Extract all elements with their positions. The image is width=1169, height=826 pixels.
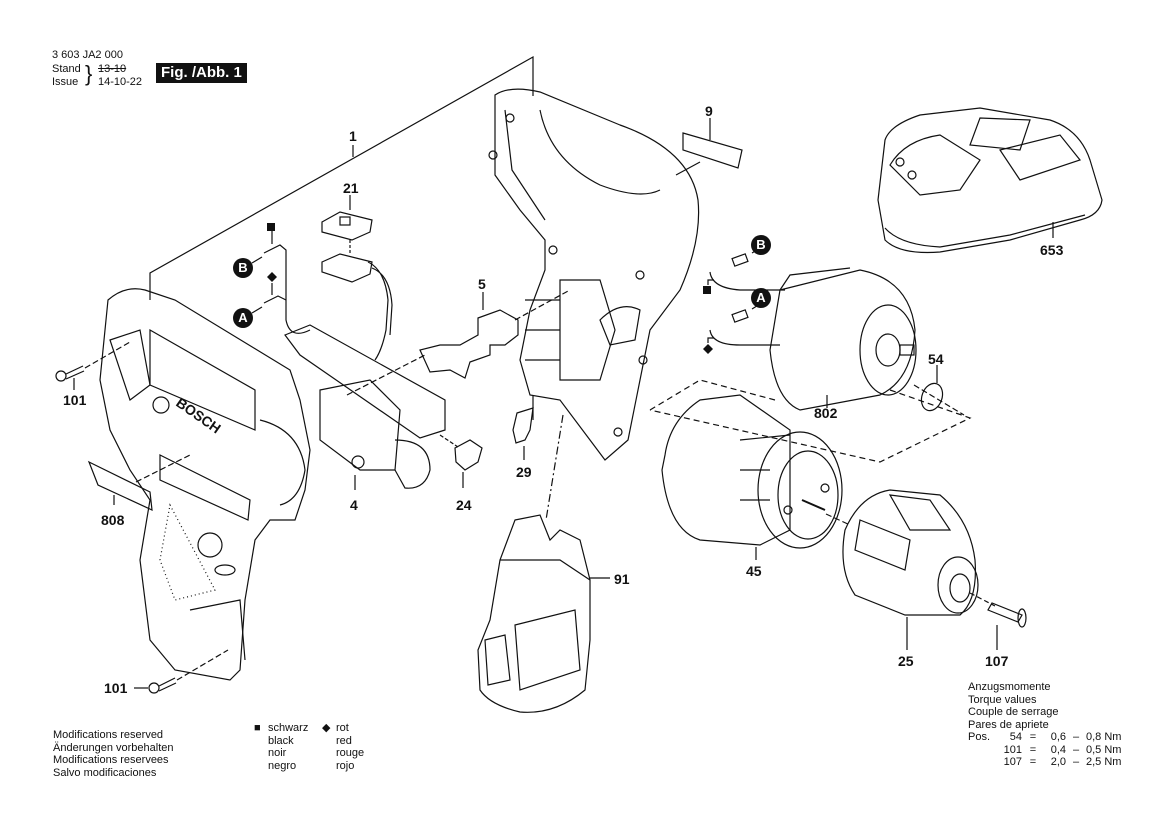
legend-black-fr: noir <box>268 747 287 759</box>
brace-icon: } <box>85 61 93 86</box>
pos-label: Pos. <box>968 731 991 743</box>
callout-91[interactable]: 91 <box>614 571 630 587</box>
switch-4-part <box>284 324 446 490</box>
chuck-25-part <box>842 489 979 616</box>
stand-value: 13-10 <box>98 63 127 75</box>
legend-red-fr: rouge <box>336 747 365 759</box>
figure-label: Fig. /Abb. 1 <box>156 63 247 83</box>
callout-45[interactable]: 45 <box>746 563 762 579</box>
black-wire-marker-icon <box>703 286 711 294</box>
screw-101-bottom <box>134 649 229 694</box>
gearbox-45-part <box>661 394 843 549</box>
switch-pcb-part <box>321 253 393 361</box>
callout-4[interactable]: 4 <box>350 497 358 513</box>
stand-label: Stand <box>52 63 81 75</box>
switch-cover-21-part <box>321 211 373 241</box>
torque-title-en: Torque values <box>968 693 1037 706</box>
red-wire-marker-icon <box>703 344 713 354</box>
left-housing-part <box>99 288 311 681</box>
callout-101-top[interactable]: 101 <box>63 392 87 408</box>
callout-808[interactable]: 808 <box>101 512 125 528</box>
housing-set-bracket <box>149 55 534 300</box>
callout-107[interactable]: 107 <box>985 653 1009 669</box>
callout-24[interactable]: 24 <box>456 497 472 513</box>
screw-107-part <box>969 592 1027 650</box>
legend-red-en: red <box>336 734 352 747</box>
modifications-line: Modifications reserved <box>53 729 164 741</box>
torque-row: Pos.54=0,6–0,8 Nm <box>968 731 1122 743</box>
callout-5[interactable]: 5 <box>478 276 486 292</box>
issue-value: 14-10-22 <box>98 76 143 88</box>
callout-802[interactable]: 802 <box>814 405 838 421</box>
legend-red-es: rojo <box>336 759 355 772</box>
charger-653-part <box>877 107 1103 254</box>
screw-101-top <box>55 341 131 390</box>
connector-a-right-badge: A <box>751 288 771 308</box>
issue-label: Issue <box>52 76 79 88</box>
legend-black-de: schwarz <box>268 722 309 734</box>
o-ring-54-part <box>920 382 944 412</box>
connector-b-left-badge: B <box>233 258 253 278</box>
legend-black-en: black <box>268 734 294 747</box>
callout-9[interactable]: 9 <box>705 103 713 119</box>
connector-b-right-badge: B <box>751 235 771 255</box>
black-wire-marker-icon <box>267 223 275 231</box>
red-wire-marker-icon <box>267 272 277 282</box>
torque-values-table: Anzugsmomente Torque values Couple de se… <box>968 681 1158 769</box>
selector-24-part <box>439 434 483 488</box>
battery-91-part <box>477 514 591 713</box>
motor-802-part <box>707 247 917 411</box>
callout-54[interactable]: 54 <box>928 351 944 367</box>
torque-title-fr: Couple de serrage <box>968 706 1059 718</box>
bosch-wordmark: BOSCH <box>173 394 224 436</box>
legend-red-de: rot <box>336 722 349 734</box>
callout-21[interactable]: 21 <box>343 180 359 196</box>
callout-25[interactable]: 25 <box>898 653 914 669</box>
callout-101-bottom[interactable]: 101 <box>104 680 128 696</box>
assembly-group-outline <box>649 379 972 463</box>
square-legend-icon: ■ <box>254 722 261 734</box>
label-808-part <box>87 460 153 511</box>
part-number: 3 603 JA2 000 <box>52 49 123 61</box>
torque-row: 107=2,0–2,5 Nm <box>1003 756 1122 768</box>
slide-switch-5-part <box>419 309 519 379</box>
torque-title-es: Pares de apriete <box>968 718 1049 731</box>
modifications-notice: Modifications reserved Änderungen vorbeh… <box>53 729 173 779</box>
callout-29[interactable]: 29 <box>516 464 532 480</box>
callout-653[interactable]: 653 <box>1040 242 1064 258</box>
connector-a-left-badge: A <box>233 308 253 328</box>
modifications-line: Modifications reservees <box>53 754 169 766</box>
bosch-logo-mark <box>152 396 170 414</box>
modifications-line: Änderungen vorbehalten <box>53 741 174 754</box>
callout-1[interactable]: 1 <box>349 128 357 144</box>
right-housing-part <box>488 88 700 461</box>
label-9-part <box>682 132 743 169</box>
modifications-line: Salvo modificaciones <box>53 766 157 779</box>
wire-harness-left <box>251 230 311 334</box>
legend-black-es: negro <box>268 759 297 772</box>
diamond-legend-icon: ◆ <box>322 722 331 734</box>
torque-row: 101=0,4–0,5 Nm <box>1003 743 1122 756</box>
clip-29-part <box>512 407 534 444</box>
torque-title-de: Anzugsmomente <box>968 681 1051 693</box>
